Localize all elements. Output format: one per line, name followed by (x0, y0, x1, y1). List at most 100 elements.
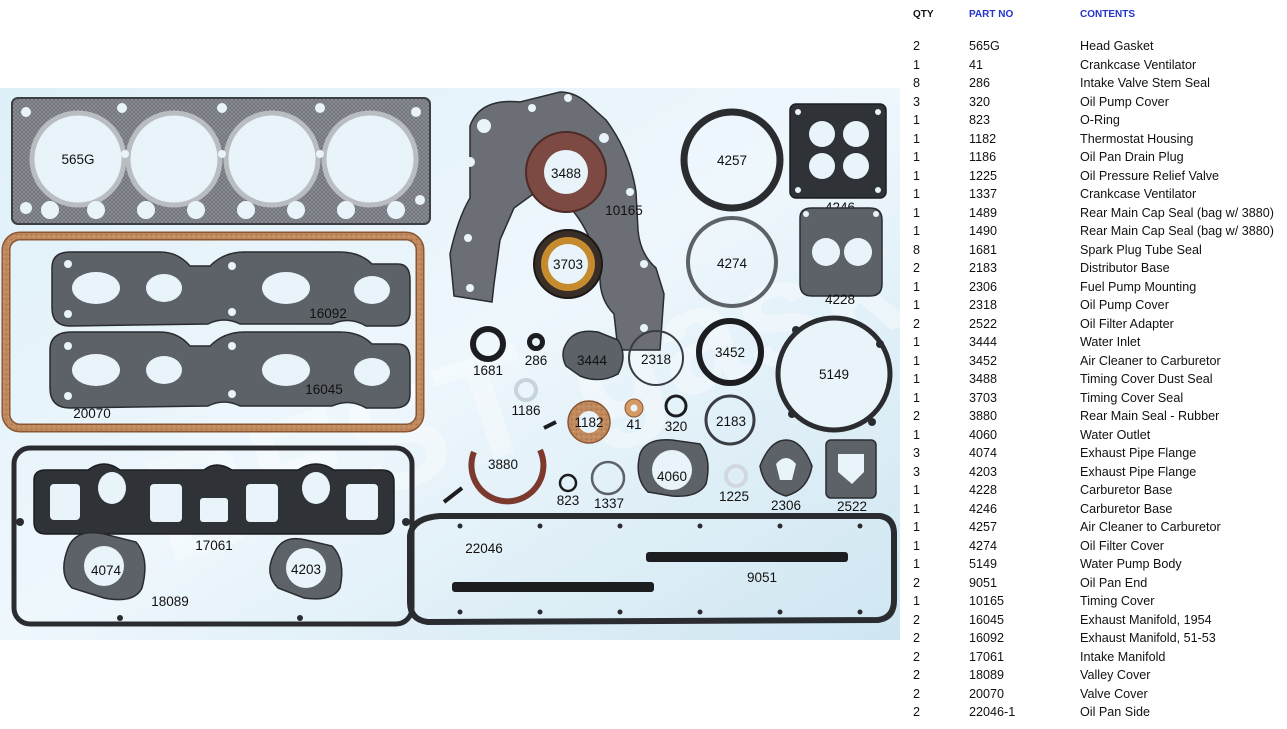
part-no-cell: 1681 (969, 242, 998, 257)
part-no-cell: 2522 (969, 316, 998, 331)
qty-cell: 1 (913, 113, 921, 127)
qty-cell: 2 (913, 575, 921, 590)
qty-cell: 1 (913, 279, 921, 294)
part-no-cell: 4228 (969, 483, 998, 497)
carburetor-base-4228: 4228 (799, 207, 883, 307)
part-no-cell: 3488 (969, 372, 998, 386)
contents-cell: Oil Filter Cover (1080, 538, 1164, 553)
table-row: 1 41 Crankcase Ventilator (905, 56, 1287, 75)
qty-cell: 2 (913, 612, 921, 627)
gasket-kit-image: BEST gasket 565G 20070 16092 16045 (0, 88, 900, 640)
water-pump-body-5149: 5149 (775, 315, 893, 433)
qty-cell: 1 (913, 557, 921, 571)
ring-2318: 2318 (628, 330, 684, 386)
contents-cell: Water Inlet (1080, 335, 1141, 349)
part-no-cell: 3452 (969, 353, 998, 368)
contents-cell: Timing Cover (1080, 594, 1155, 608)
qty-cell: 2 (913, 649, 921, 664)
timing-cover-10165: 10165 (449, 91, 665, 351)
qty-cell: 3 (913, 446, 921, 460)
part-no-cell: 1182 (969, 131, 997, 146)
qty-cell: 1 (913, 372, 921, 386)
contents-cell: Oil Pump Cover (1080, 298, 1169, 312)
label-4228: 4228 (825, 292, 855, 307)
label-41: 41 (626, 417, 641, 432)
part-no-cell: 3880 (969, 409, 998, 423)
contents-cell: Oil Pressure Relief Valve (1080, 168, 1220, 183)
qty-cell: 8 (913, 76, 921, 90)
part-no-cell: 41 (969, 57, 984, 72)
oil-filter-adapter-2522: 2522 (825, 439, 877, 514)
label-16045: 16045 (305, 382, 343, 397)
contents-cell: Exhaust Pipe Flange (1080, 446, 1197, 460)
header-part-no: PART NO (969, 9, 1014, 20)
ring-1337: 1337 (590, 460, 626, 511)
part-no-cell: 1225 (969, 168, 998, 183)
label-2183: 2183 (716, 414, 746, 429)
part-no-cell: 3703 (969, 390, 998, 405)
label-2318: 2318 (641, 352, 671, 367)
label-1337: 1337 (594, 496, 624, 511)
qty-cell: 1 (913, 335, 921, 349)
qty-cell: 1 (913, 538, 921, 553)
qty-cell: 1 (913, 57, 921, 72)
exhaust-manifold-16045: 16045 (49, 331, 411, 409)
part-no-cell: 18089 (969, 668, 1005, 682)
qty-cell: 1 (913, 390, 921, 405)
qty-cell: 1 (913, 187, 921, 201)
label-1225: 1225 (719, 489, 749, 504)
label-5149: 5149 (819, 367, 849, 382)
label-4274: 4274 (717, 256, 748, 271)
qty-cell: 1 (913, 205, 921, 220)
qty-cell: 1 (913, 224, 921, 238)
label-320: 320 (665, 419, 688, 434)
contents-cell: Carburetor Base (1080, 483, 1173, 497)
label-1681: 1681 (473, 363, 503, 378)
contents-cell: O-Ring (1080, 113, 1120, 127)
contents-cell: Distributor Base (1080, 261, 1170, 275)
ring-2183: 2183 (704, 394, 756, 446)
qty-cell: 1 (913, 594, 921, 608)
label-2306: 2306 (771, 498, 801, 513)
qty-cell: 1 (913, 131, 921, 146)
contents-cell: Intake Manifold (1080, 649, 1166, 664)
qty-cell: 2 (913, 39, 921, 53)
label-3452: 3452 (715, 345, 745, 360)
contents-cell: Oil Pump Cover (1080, 94, 1169, 109)
qty-cell: 1 (913, 168, 921, 183)
contents-cell: Crankcase Ventilator (1080, 57, 1197, 72)
label-3488: 3488 (551, 166, 581, 181)
part-no-cell: 1337 (969, 187, 998, 201)
contents-cell: Air Cleaner to Carburetor (1080, 520, 1221, 534)
label-4060: 4060 (657, 469, 687, 484)
part-no-cell: 4246 (969, 501, 998, 516)
qty-cell: 2 (913, 705, 921, 719)
part-no-cell: 22046-1 (969, 705, 1016, 719)
washer-41: 41 (624, 398, 644, 432)
part-no-cell: 2183 (969, 261, 998, 275)
part-no-cell: 20070 (969, 686, 1005, 701)
seal-286: 286 (525, 333, 547, 368)
ring-1186: 1186 (511, 378, 541, 418)
contents-cell: Water Outlet (1080, 427, 1151, 442)
label-16092: 16092 (309, 306, 347, 321)
